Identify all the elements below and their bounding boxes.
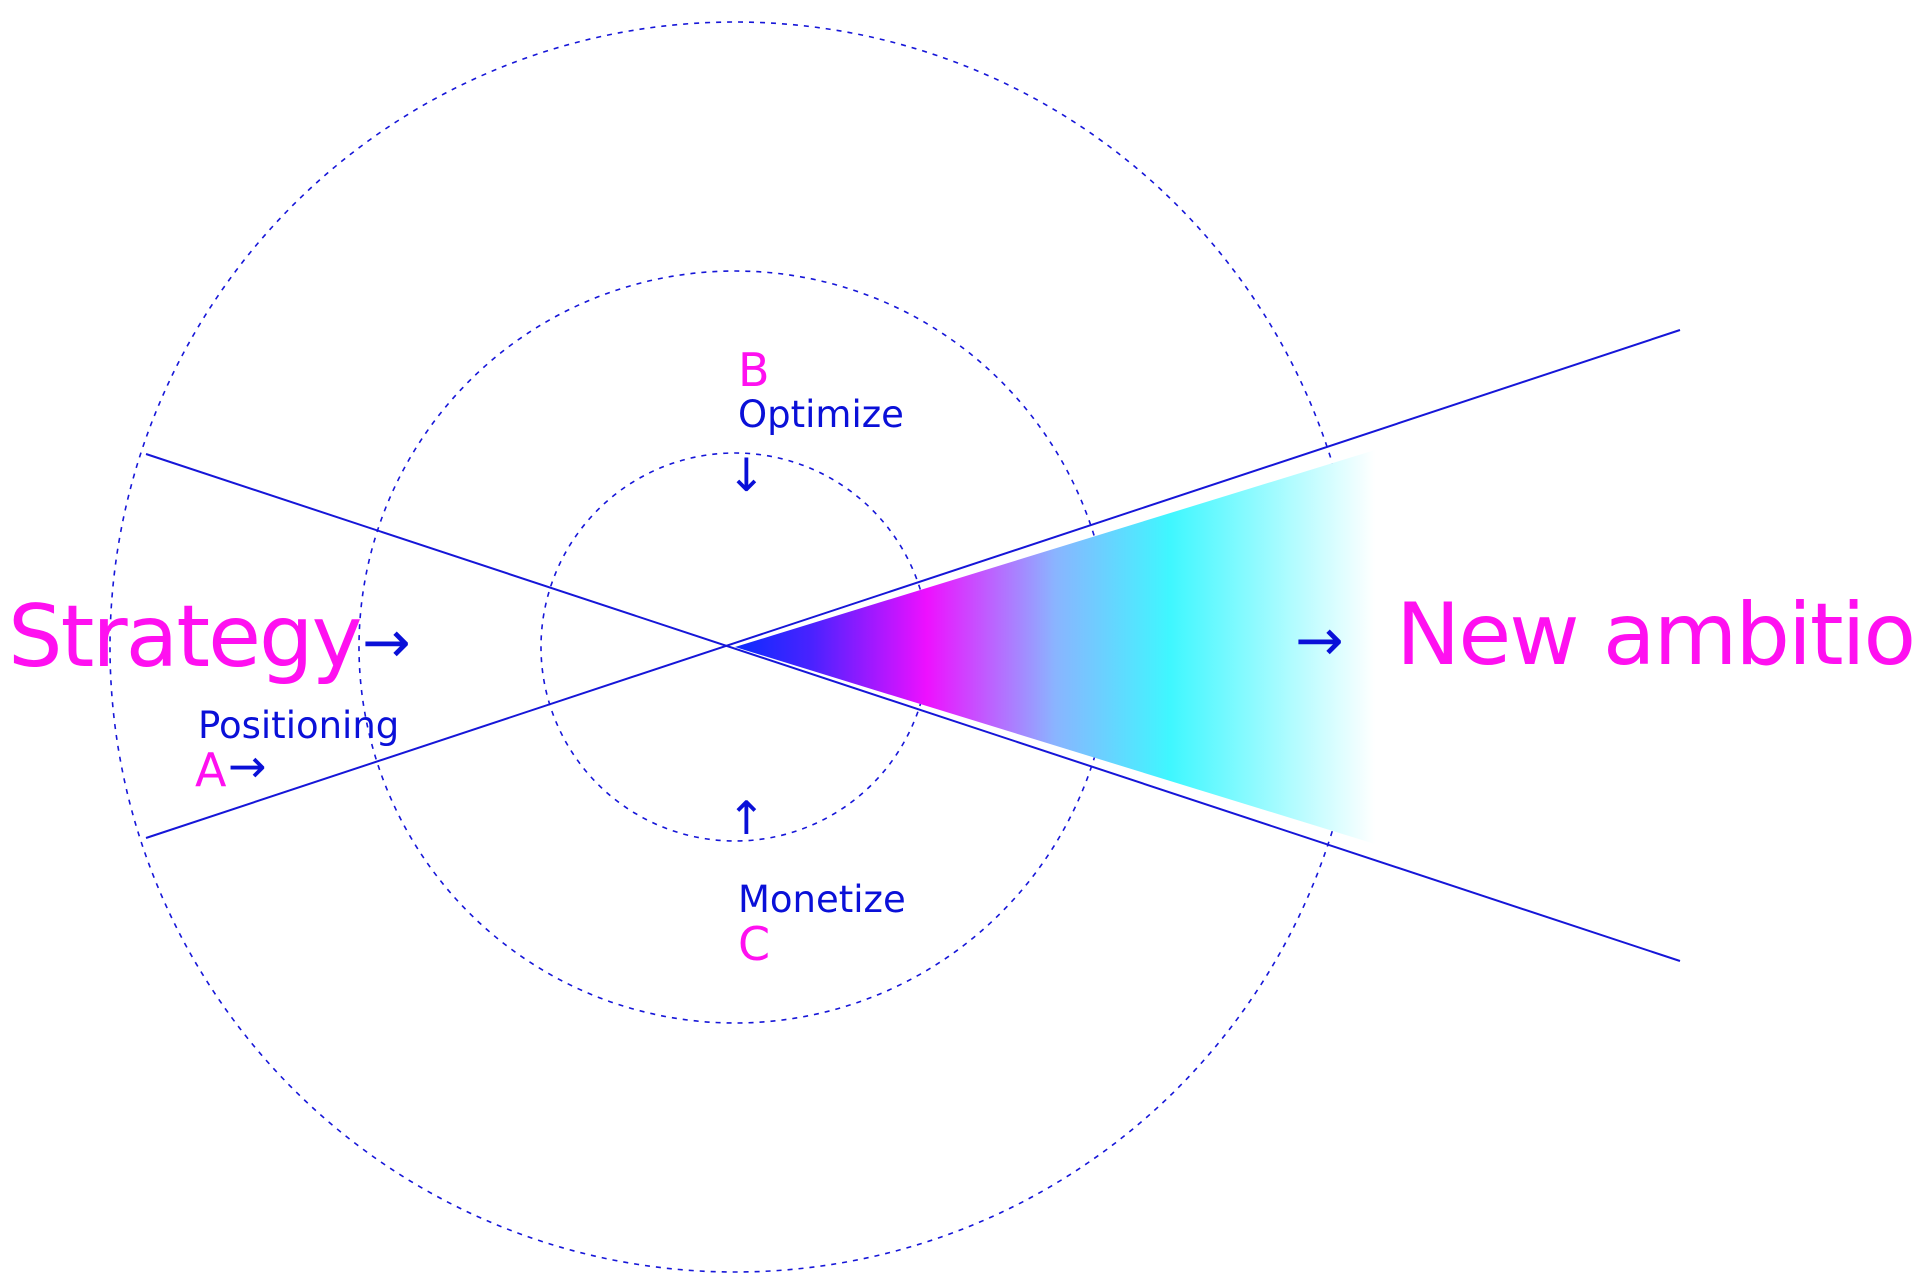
stage-a-label: Positioning — [198, 704, 399, 747]
stage-b-label: Optimize — [738, 393, 904, 436]
stage-a-letter: A — [195, 743, 227, 797]
arrow-right-icon: → — [362, 608, 411, 676]
gradient-cone — [735, 450, 1375, 844]
arrow-right-icon: → — [228, 739, 267, 793]
title-right: New ambition — [1396, 585, 1920, 685]
stage-c-label: Monetize — [738, 878, 906, 921]
stage-c-letter: C — [738, 917, 770, 971]
lower-ray — [145, 453, 1681, 962]
upper-ray — [145, 329, 1681, 839]
arrow-right-icon: → — [1295, 606, 1344, 674]
arrow-down-icon: ↓ — [727, 448, 766, 502]
title-left: Strategy — [8, 587, 361, 687]
arrow-up-icon: ↑ — [727, 791, 766, 845]
stage-b-letter: B — [738, 343, 770, 397]
